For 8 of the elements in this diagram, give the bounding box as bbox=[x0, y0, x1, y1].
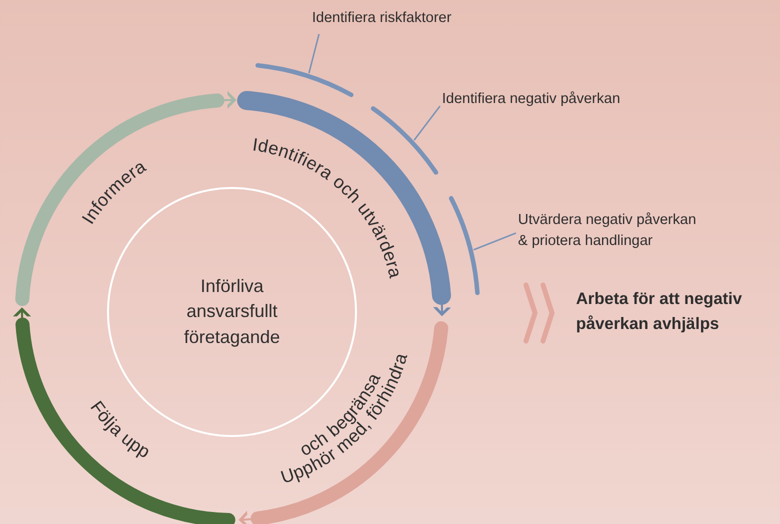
outcome-label: Arbeta för att negativ påverkan avhjälps bbox=[576, 289, 743, 335]
annotation-text: Utvärdera negativ påverkan & priotera handlingar bbox=[518, 210, 708, 252]
annotation-text: Identifiera negativ påverkan bbox=[442, 89, 620, 110]
annotation-text: Identifiera riskfaktorer bbox=[312, 8, 452, 30]
center-label: Införliva ansvarsfullt företagande bbox=[182, 275, 282, 349]
leader-line bbox=[473, 232, 516, 250]
leader-line bbox=[308, 34, 320, 74]
leader-line bbox=[414, 106, 441, 141]
